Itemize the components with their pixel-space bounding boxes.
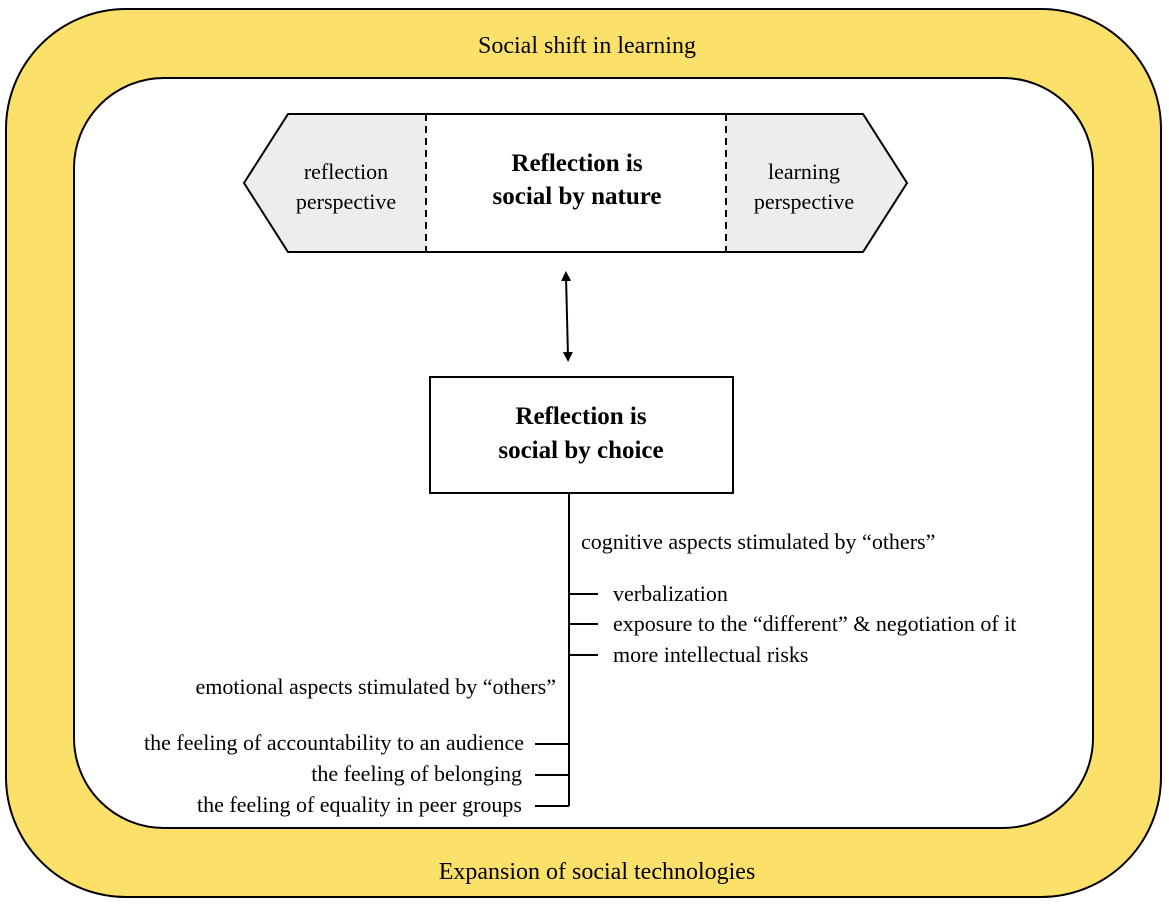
- cognitive-item-exposure: exposure to the “different” & negotiatio…: [613, 611, 1016, 636]
- top-box-center-segment: [426, 114, 726, 252]
- cognitive-item-verbalization: verbalization: [613, 581, 728, 606]
- frame-top-label: Social shift in learning: [478, 33, 696, 59]
- emotional-item-accountability: the feeling of accountability to an audi…: [144, 730, 524, 755]
- learning-perspective-label-1: learning: [768, 159, 840, 184]
- emotional-item-equality: the feeling of equality in peer groups: [197, 792, 522, 817]
- top-box-left-segment: [244, 114, 426, 252]
- emotional-aspects-heading: emotional aspects stimulated by “others”: [196, 674, 556, 699]
- top-box-right-segment: [726, 114, 907, 252]
- social-by-choice-label-2: social by choice: [498, 437, 663, 464]
- top-box-outline: [242, 113, 909, 253]
- double-headed-arrow: [561, 271, 573, 362]
- cognitive-item-risks: more intellectual risks: [613, 642, 809, 667]
- social-by-nature-label-1: Reflection is: [511, 150, 642, 177]
- cognitive-aspects-heading: cognitive aspects stimulated by “others”: [581, 529, 935, 554]
- emotional-item-belonging: the feeling of belonging: [311, 761, 522, 786]
- social-by-choice-box: [429, 376, 734, 494]
- learning-perspective-label-2: perspective: [754, 189, 854, 214]
- reflection-perspective-label-2: perspective: [296, 189, 396, 214]
- reflection-perspective-label-1: reflection: [304, 159, 388, 184]
- social-by-nature-label-2: social by nature: [493, 183, 662, 210]
- social-by-choice-label-1: Reflection is: [515, 403, 646, 430]
- frame-bottom-label: Expansion of social technologies: [439, 859, 756, 885]
